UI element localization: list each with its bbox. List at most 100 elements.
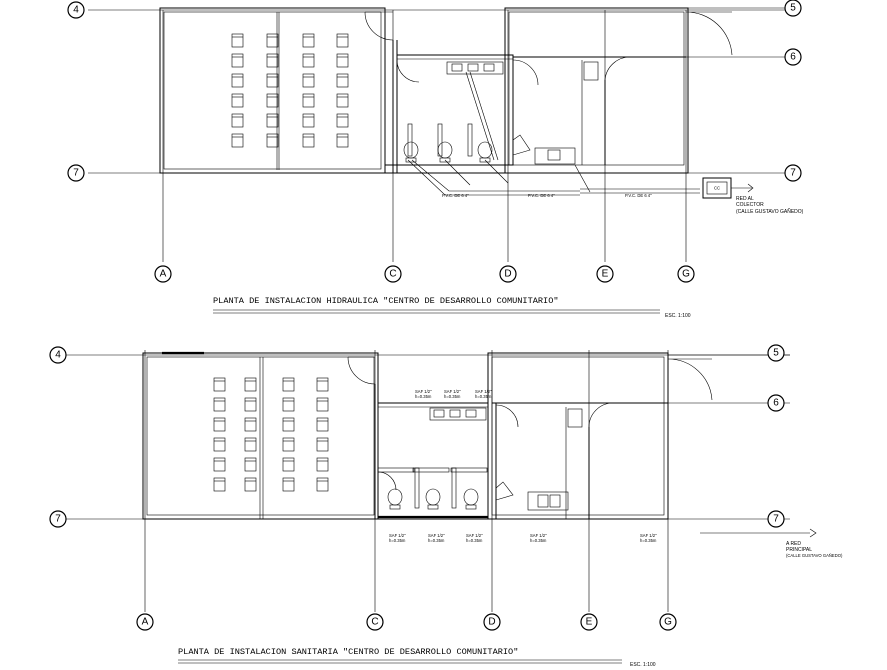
plan-title: PLANTA DE INSTALACION SANITARIA "CENTRO …	[178, 647, 518, 657]
grid-column-bubble: G	[677, 265, 695, 283]
grid-bubble-label: 5	[790, 3, 796, 14]
grid-bubble-circle	[49, 510, 67, 528]
seat-body	[244, 437, 257, 452]
fixture-height-label: h=0.35m	[475, 394, 492, 399]
seat-body	[336, 33, 349, 48]
seat	[231, 73, 244, 88]
fixture-height-label: h=0.35m	[428, 538, 445, 543]
sink	[483, 63, 495, 72]
water-pipe	[484, 159, 509, 184]
classroom-inner-wall	[146, 356, 375, 516]
seat	[316, 457, 329, 472]
water-pipe	[444, 159, 471, 186]
grid-bubble-label: E	[602, 269, 609, 280]
seat-body	[231, 93, 244, 108]
fixture-height-label: h=0.35m	[415, 394, 432, 399]
grid-bubble-circle	[154, 265, 172, 283]
seat-body	[316, 477, 329, 492]
stall-partition	[437, 123, 443, 157]
seat	[336, 33, 349, 48]
seat-body	[282, 457, 295, 472]
seat-body	[244, 397, 257, 412]
outlet-label-3: (CALLE GUSTAVO GAÑEDO)	[786, 553, 843, 558]
water-pipe	[465, 71, 495, 161]
grid-row-bubble: 4	[67, 1, 85, 19]
kitchen-fixture	[495, 481, 514, 501]
grid-bubble-circle	[384, 265, 402, 283]
toilet	[477, 141, 493, 159]
water-pipe	[411, 159, 580, 192]
inspection-box-label: CC	[714, 186, 720, 191]
seat-body	[302, 93, 315, 108]
door-swing	[667, 358, 713, 401]
seat	[231, 113, 244, 128]
inspection-box-inner	[706, 181, 728, 195]
seat-body	[302, 113, 315, 128]
seat	[336, 113, 349, 128]
sink-counter	[446, 61, 504, 75]
grid-row-bubble: 6	[767, 394, 785, 412]
seat	[231, 53, 244, 68]
seat	[231, 93, 244, 108]
seat	[213, 477, 226, 492]
seat-body	[231, 113, 244, 128]
grid-bubble-circle	[767, 344, 785, 362]
fixture-height-label: h=0.35m	[640, 538, 657, 543]
grid-bubble-label: 6	[790, 52, 796, 63]
grid-bubble-circle	[784, 164, 802, 182]
door-swing	[604, 56, 631, 81]
kitchen-sink	[527, 491, 569, 511]
seat	[316, 377, 329, 392]
water-pipe	[469, 71, 499, 161]
sink	[451, 63, 463, 72]
stall-partition	[407, 123, 413, 157]
seat-body	[302, 33, 315, 48]
bathroom-wall	[396, 54, 514, 166]
plan-scale: ESC. 1:100	[630, 662, 656, 668]
grid-bubble-label: D	[488, 617, 495, 628]
seat-body	[266, 93, 279, 108]
seat-body	[336, 73, 349, 88]
door-swing	[377, 471, 397, 491]
seat	[266, 33, 279, 48]
water-pipe	[574, 164, 591, 193]
outlet-arrow	[809, 528, 817, 538]
seat-body	[213, 417, 226, 432]
seat-body	[213, 477, 226, 492]
grid-bubble-label: G	[664, 617, 672, 628]
grid-bubble-label: A	[142, 617, 149, 628]
seat	[316, 477, 329, 492]
door-swing	[685, 11, 733, 56]
seat-body	[231, 73, 244, 88]
classroom-outer-wall	[142, 352, 379, 520]
seat-body	[266, 53, 279, 68]
seat	[282, 437, 295, 452]
fixture-label: SAF 1/2"	[475, 389, 492, 394]
seat-body	[213, 437, 226, 452]
seat	[213, 377, 226, 392]
seat	[244, 377, 257, 392]
plan-title: PLANTA DE INSTALACION HIDRAULICA "CENTRO…	[213, 296, 559, 306]
seat-body	[282, 437, 295, 452]
seat	[231, 33, 244, 48]
grid-column-bubble: D	[483, 613, 501, 631]
seat-body	[244, 417, 257, 432]
seat	[213, 397, 226, 412]
stall-partition	[450, 467, 488, 473]
service-block-inner	[508, 11, 685, 166]
seat	[213, 417, 226, 432]
seat-body	[244, 377, 257, 392]
grid-bubble-label: 5	[773, 348, 779, 359]
toilet	[387, 488, 403, 506]
stall-partition	[377, 467, 415, 473]
seat	[336, 53, 349, 68]
seat	[282, 457, 295, 472]
toilet	[437, 141, 453, 159]
grid-bubble-circle	[136, 613, 154, 631]
sink	[433, 409, 445, 418]
toilet-tank	[479, 157, 491, 163]
grid-row-bubble: 7	[767, 510, 785, 528]
grid-bubble-label: 6	[773, 398, 779, 409]
outlet-label-1: A RED	[786, 541, 801, 547]
